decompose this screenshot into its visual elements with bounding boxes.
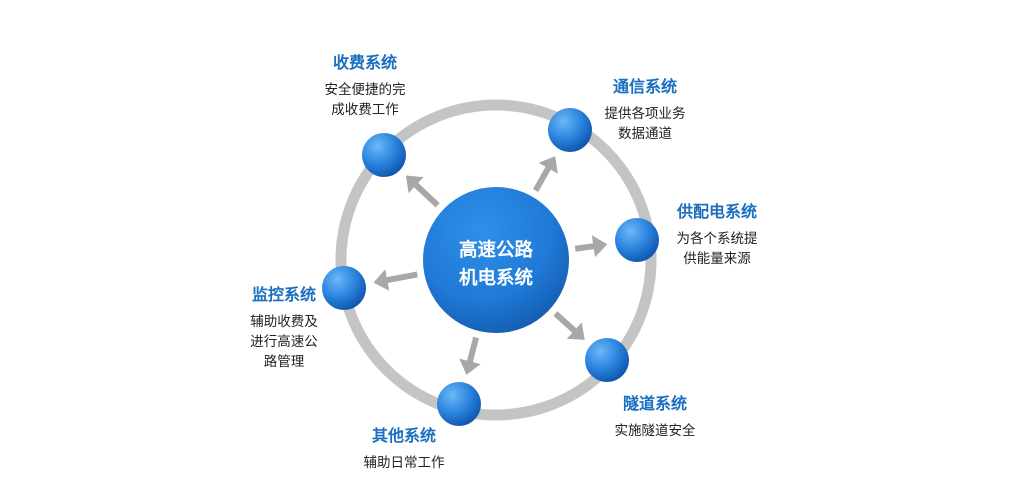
outer-ring <box>335 99 657 421</box>
system-power-desc-line: 为各个系统提 <box>676 231 758 247</box>
arrows-group <box>373 156 608 375</box>
center-circle <box>423 187 569 333</box>
node-monitoring <box>322 266 366 310</box>
arrow-power <box>574 235 608 258</box>
system-communication-desc: 提供各项业务 数据通道 <box>580 104 710 144</box>
node-other <box>437 382 481 426</box>
system-monitoring-desc-line: 辅助收费及 <box>250 314 318 330</box>
node-communication <box>548 108 592 152</box>
arrow-tunnel <box>553 311 585 340</box>
node-tunnel <box>585 338 629 382</box>
center-label: 高速公路 机电系统 <box>422 237 570 293</box>
arrow-other <box>459 336 481 375</box>
system-communication-desc-line: 提供各项业务 <box>604 106 686 122</box>
system-monitoring: 监控系统 辅助收费及 进行高速公 路管理 <box>224 284 344 372</box>
system-tunnel-title: 隧道系统 <box>622 394 687 413</box>
system-monitoring-title: 监控系统 <box>251 285 316 304</box>
node-power <box>615 218 659 262</box>
system-toll-desc-line: 成收费工作 <box>331 102 399 118</box>
system-power-desc-line: 供能量来源 <box>683 251 751 267</box>
center-line-1: 高速公路 <box>458 240 533 261</box>
system-power-desc: 为各个系统提 供能量来源 <box>652 229 782 269</box>
system-toll-desc: 安全便捷的完 成收费工作 <box>300 80 430 120</box>
system-other-title: 其他系统 <box>371 426 436 445</box>
system-tunnel: 隧道系统 实施隧道安全 <box>590 393 720 441</box>
system-tunnel-desc-line: 实施隧道安全 <box>614 423 696 439</box>
system-power-title: 供配电系统 <box>676 202 757 221</box>
system-toll: 收费系统 安全便捷的完 成收费工作 <box>300 52 430 120</box>
system-toll-title: 收费系统 <box>332 53 397 72</box>
system-tunnel-desc: 实施隧道安全 <box>590 421 720 441</box>
system-communication-title: 通信系统 <box>612 77 677 96</box>
nodes-group <box>322 108 659 426</box>
center-line-2: 机电系统 <box>458 268 533 289</box>
node-toll <box>362 133 406 177</box>
system-toll-desc-line: 安全便捷的完 <box>324 82 406 98</box>
system-monitoring-desc-line: 路管理 <box>263 354 305 370</box>
system-other-desc-line: 辅助日常工作 <box>363 455 445 471</box>
system-other-desc: 辅助日常工作 <box>339 453 469 473</box>
system-communication: 通信系统 提供各项业务 数据通道 <box>580 76 710 144</box>
system-other: 其他系统 辅助日常工作 <box>339 425 469 473</box>
system-monitoring-desc-line: 进行高速公 <box>250 334 318 350</box>
system-power: 供配电系统 为各个系统提 供能量来源 <box>652 201 782 269</box>
arrow-monitoring <box>373 269 418 291</box>
arrow-toll <box>405 175 440 208</box>
system-communication-desc-line: 数据通道 <box>618 126 672 142</box>
system-monitoring-desc: 辅助收费及 进行高速公 路管理 <box>224 312 344 372</box>
arrow-communication <box>533 156 558 192</box>
